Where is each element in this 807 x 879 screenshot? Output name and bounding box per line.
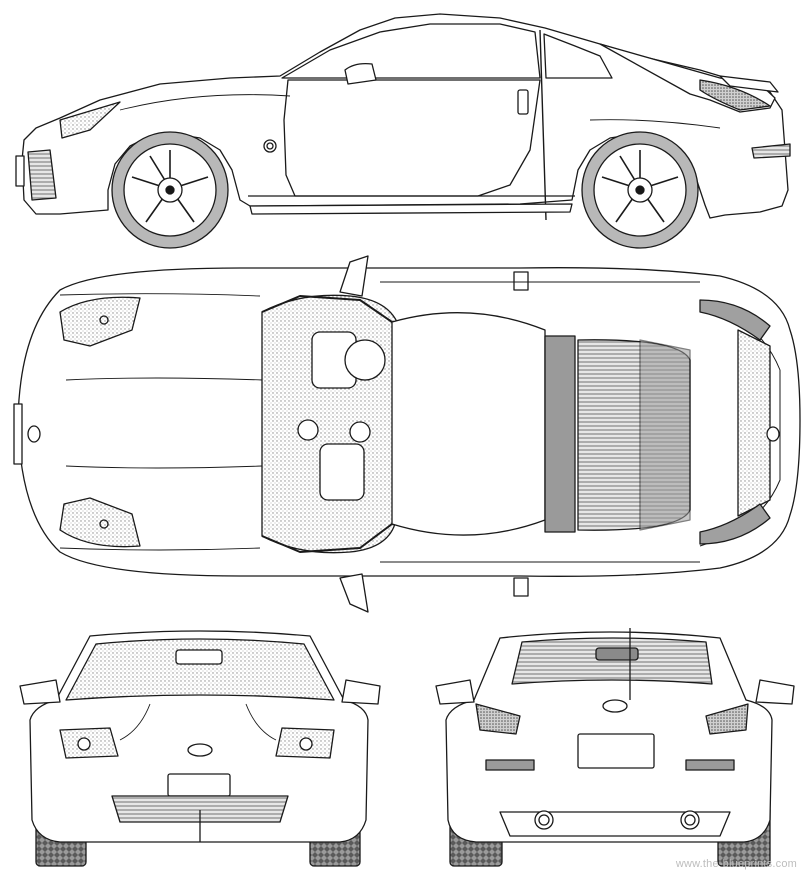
watermark-text: www.the-blueprints.com <box>675 858 797 870</box>
top-mirror-lower <box>339 573 369 613</box>
rear-taillight-right <box>705 703 749 735</box>
front-windshield <box>65 638 335 701</box>
front-license-plate <box>167 773 231 797</box>
rear-view <box>435 628 795 867</box>
top-mirror-upper <box>339 255 369 297</box>
front-grille <box>111 795 289 823</box>
exhaust-right <box>680 810 700 830</box>
side-rear-wheel <box>581 131 699 249</box>
top-roof <box>391 312 546 536</box>
side-front-wheel <box>111 131 229 249</box>
side-window <box>281 23 541 79</box>
rear-license-plate <box>577 733 655 769</box>
exhaust-left <box>534 810 554 830</box>
top-view <box>13 255 801 613</box>
rear-glass <box>511 637 713 685</box>
side-view <box>15 13 791 221</box>
front-view <box>19 630 381 867</box>
rear-taillight-left <box>475 703 521 735</box>
side-rear-quarter-window <box>543 33 613 79</box>
